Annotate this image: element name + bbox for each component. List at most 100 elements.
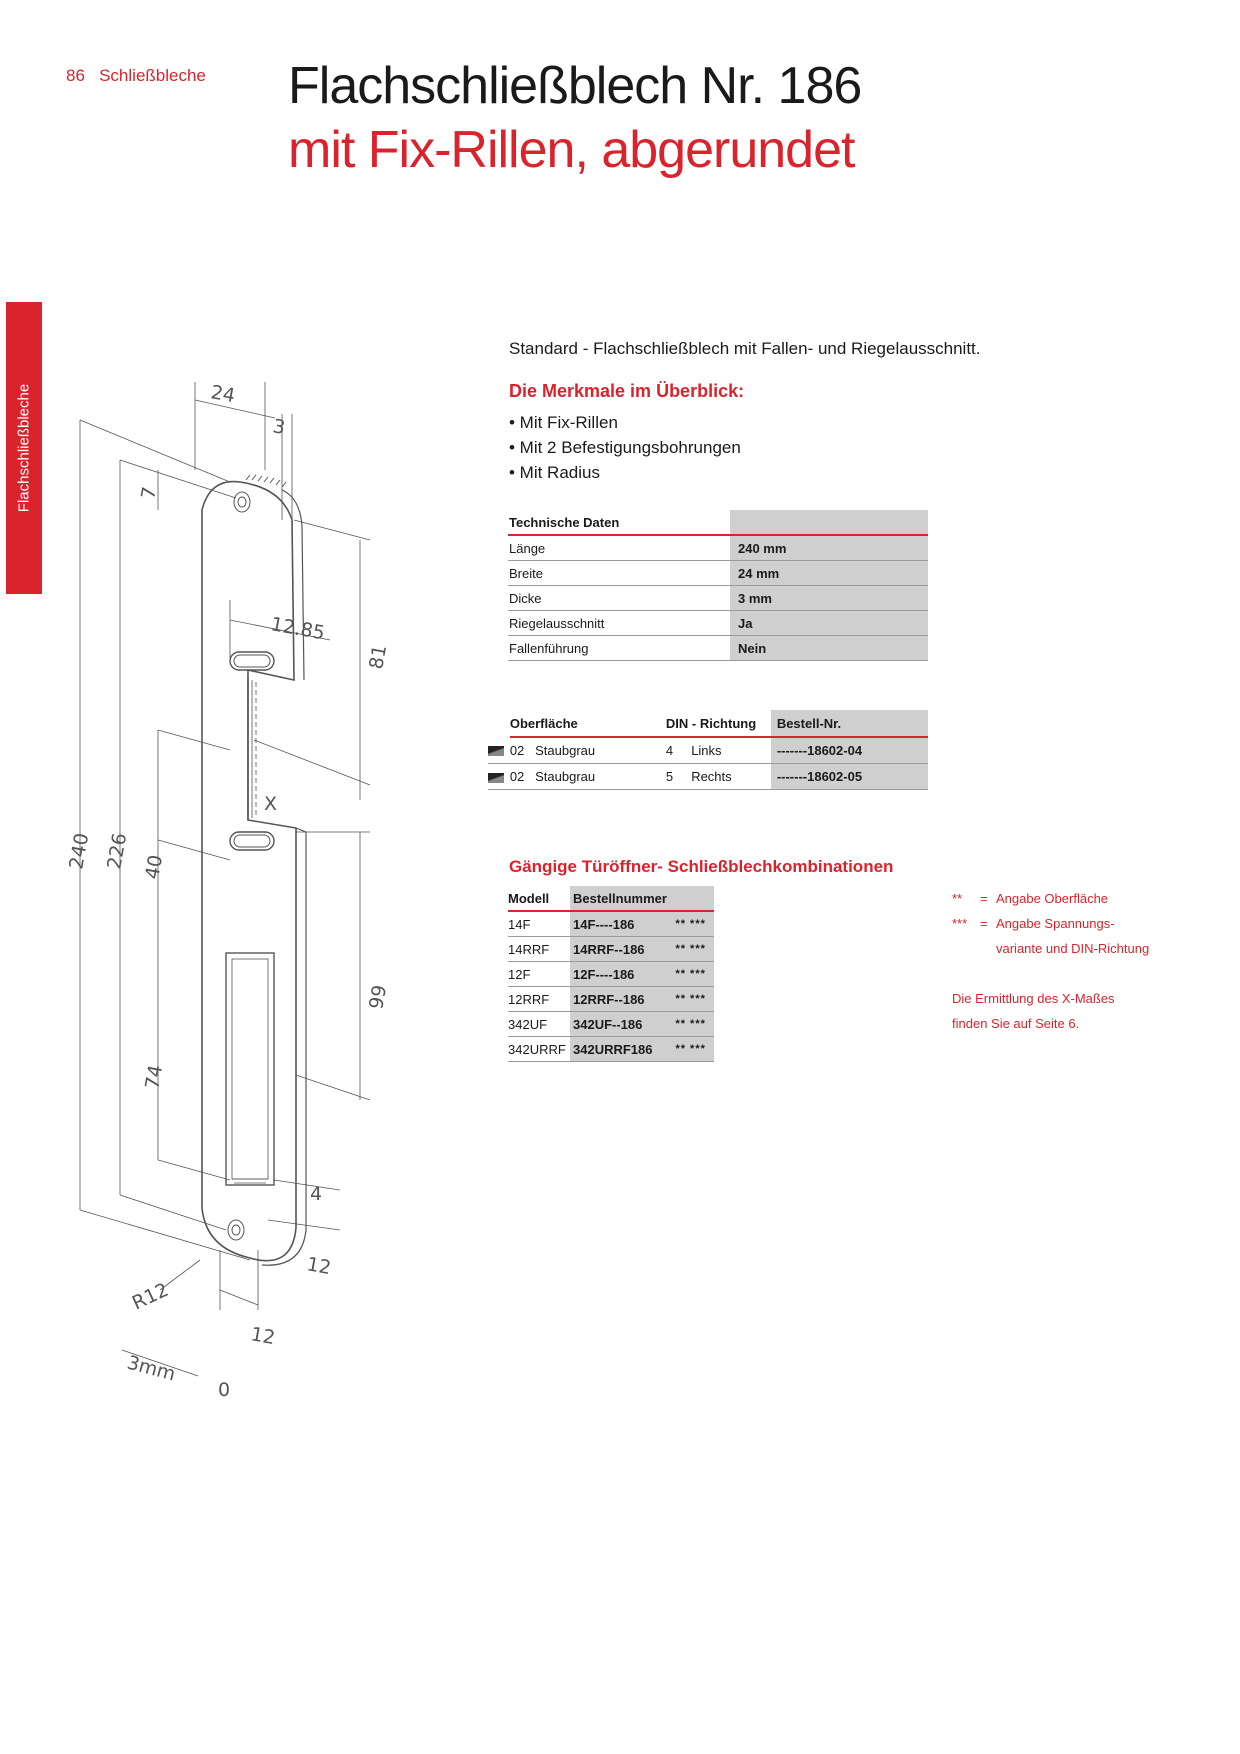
dim-240: 240	[65, 831, 93, 871]
table-row: Dicke 3 mm	[508, 585, 928, 611]
order-number-header: Bestellnummer	[570, 886, 714, 912]
surface-header: Oberfläche	[509, 710, 666, 738]
table-row: Breite 24 mm	[508, 560, 928, 586]
order-number-cell: 12F----186	[570, 961, 673, 987]
surface-cell: 02 Staubgrau	[509, 763, 666, 790]
din-cell: 5 Rechts	[665, 763, 771, 790]
order-number-cell: 342UF--186	[570, 1011, 673, 1037]
model-cell: 342UF	[508, 1011, 570, 1037]
note-eq: =	[980, 916, 988, 931]
dim-226: 226	[103, 831, 131, 871]
tech-value: 3 mm	[730, 585, 928, 611]
dim-r12: R12	[129, 1279, 172, 1315]
section-name: Schließbleche	[99, 66, 206, 85]
stars-cell: ** ***	[672, 936, 714, 962]
note-key: **	[952, 891, 963, 906]
side-tab: Flachschließbleche	[6, 302, 42, 594]
note-text: Angabe Oberfläche	[996, 891, 1109, 906]
legend-notes: ** = Angabe Oberfläche *** = Angabe Spannung…	[952, 886, 1149, 1036]
table-row: Riegelausschnitt Ja	[508, 610, 928, 636]
page-header: 86 Schließbleche	[66, 66, 206, 86]
table-row: Fallenführung Nein	[508, 635, 928, 661]
dim-81: 81	[365, 643, 391, 671]
surface-cell: 02 Staubgrau	[509, 737, 666, 764]
tech-label: Länge	[508, 535, 730, 561]
table-row: Länge 240 mm	[508, 535, 928, 561]
tech-label: Riegelausschnitt	[508, 610, 730, 636]
model-cell: 14RRF	[508, 936, 570, 962]
feature-item: • Mit Radius	[509, 463, 600, 482]
feature-item: • Mit Fix-Rillen	[509, 413, 618, 432]
combinations-heading: Gängige Türöffner- Schließblechkombinati…	[509, 857, 894, 876]
tech-value: Nein	[730, 635, 928, 661]
din-cell: 4 Links	[665, 737, 771, 764]
x-note-line: finden Sie auf Seite 6.	[952, 1016, 1080, 1031]
technical-drawing: 24 3 7 12.85 81 X 240 226 40 99 74 4 12 …	[65, 381, 391, 1401]
dim-12-side: 12	[305, 1253, 333, 1279]
plate-outline	[201, 480, 297, 1262]
swatch-col-header	[488, 710, 510, 737]
model-cell: 12F	[508, 961, 570, 987]
order-number-cell: 14F----186	[570, 911, 673, 937]
stars-cell: ** ***	[672, 961, 714, 987]
dim-3: 3	[271, 415, 287, 439]
note-eq: =	[980, 891, 988, 906]
tech-heading-shade	[730, 510, 928, 536]
dim-0: 0	[218, 1379, 230, 1401]
stars-cell: ** ***	[672, 1011, 714, 1037]
side-tab-label: Flachschließbleche	[15, 383, 33, 513]
dim-12-85: 12.85	[269, 613, 326, 644]
tech-label: Fallenführung	[508, 635, 730, 661]
order-cell: -------18602-04	[770, 737, 928, 764]
stars-cell: ** ***	[672, 986, 714, 1012]
dim-3mm: 3mm	[125, 1352, 178, 1386]
stars-cell: ** ***	[672, 911, 714, 937]
features-heading: Die Merkmale im Überblick:	[509, 381, 745, 401]
order-number-cell: 12RRF--186	[570, 986, 673, 1012]
feature-item: • Mit 2 Befestigungsbohrungen	[509, 438, 741, 457]
order-cell: -------18602-05	[770, 763, 928, 790]
page-subtitle: mit Fix-Rillen, abgerundet	[288, 121, 855, 179]
dim-74: 74	[141, 1063, 167, 1091]
tech-value: 24 mm	[730, 560, 928, 586]
tech-data-table: Technische Daten Länge 240 mm Breite 24 …	[508, 510, 928, 661]
color-swatch	[488, 763, 510, 790]
combinations-table: Modell Bestellnummer 14F 14F----186 ** *…	[508, 886, 714, 1062]
table-row: 12RRF 12RRF--186 ** ***	[508, 986, 714, 1012]
table-row: 342URRF 342URRF186 ** ***	[508, 1036, 714, 1062]
table-row: 14F 14F----186 ** ***	[508, 911, 714, 937]
order-number-cell: 14RRF--186	[570, 936, 673, 962]
tech-label: Dicke	[508, 585, 730, 611]
features-list: • Mit Fix-Rillen • Mit 2 Befestigungsboh…	[509, 410, 741, 485]
note-text: variante und DIN-Richtung	[996, 941, 1150, 956]
x-note-line: Die Ermittlung des X-Maßes	[952, 991, 1115, 1006]
table-row: 02 Staubgrau 4 Links -------18602-04	[488, 737, 928, 764]
dim-99: 99	[365, 983, 391, 1011]
table-row: 12F 12F----186 ** ***	[508, 961, 714, 987]
tech-heading: Technische Daten	[508, 510, 730, 536]
model-cell: 342URRF	[508, 1036, 570, 1062]
model-cell: 12RRF	[508, 986, 570, 1012]
note-text: Angabe Spannungs-	[996, 916, 1115, 931]
table-row: 14RRF 14RRF--186 ** ***	[508, 936, 714, 962]
tech-value: 240 mm	[730, 535, 928, 561]
page-number: 86	[66, 66, 85, 85]
dim-40: 40	[141, 853, 167, 881]
color-swatch	[488, 737, 510, 764]
dim-12-bottom: 12	[249, 1323, 277, 1349]
page-title: Flachschließblech Nr. 186	[288, 57, 862, 115]
table-row: 02 Staubgrau 5 Rechts -------18602-05	[488, 763, 928, 790]
note-key: ***	[952, 916, 968, 931]
table-row: 342UF 342UF--186 ** ***	[508, 1011, 714, 1037]
tech-value: Ja	[730, 610, 928, 636]
model-header: Modell	[508, 886, 570, 912]
dim-7: 7	[137, 485, 161, 501]
order-number-cell: 342URRF186	[570, 1036, 673, 1062]
surface-table: Oberfläche DIN - Richtung Bestell-Nr. 02…	[488, 710, 928, 790]
dim-4: 4	[310, 1183, 322, 1205]
dim-x: X	[264, 793, 277, 815]
intro-text: Standard - Flachschließblech mit Fallen-…	[509, 339, 981, 358]
model-cell: 14F	[508, 911, 570, 937]
order-header: Bestell-Nr.	[770, 710, 928, 738]
dim-24: 24	[209, 381, 237, 407]
